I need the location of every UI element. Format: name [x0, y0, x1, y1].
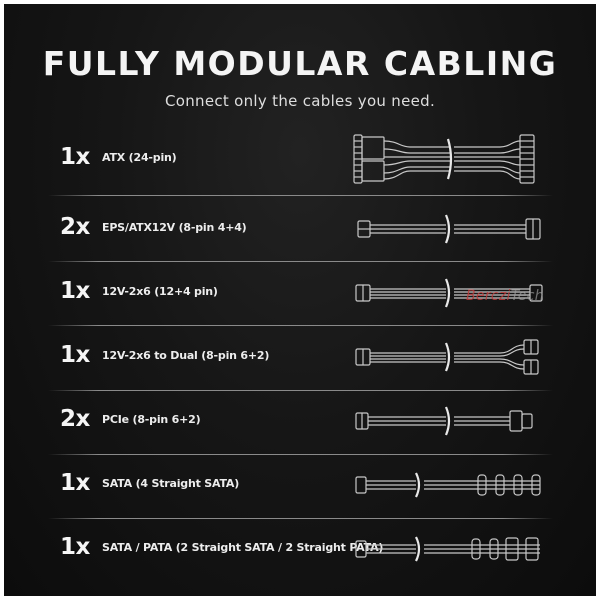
page-title: FULLY MODULAR CABLING — [42, 44, 558, 83]
cable-quantity: 2x — [60, 406, 90, 432]
cable-row-12v-2x6-dual: 1x 12V-2x6 to Dual (8-pin 6+2) — [0, 325, 600, 389]
cable-row-sata-pata: 1x SATA / PATA (2 Straight SATA / 2 Stra… — [0, 517, 600, 581]
atx-24pin-cable-icon — [353, 134, 535, 184]
sata-pata-cable-icon — [355, 536, 540, 562]
12v-2x6-to-dual-cable-icon — [355, 339, 539, 375]
sata-cable-icon — [355, 472, 541, 498]
cable-quantity: 2x — [60, 214, 90, 240]
cable-quantity: 1x — [60, 470, 90, 496]
cable-label: SATA / PATA (2 Straight SATA / 2 Straigh… — [102, 541, 384, 554]
12v-2x6-cable-icon — [355, 278, 543, 308]
pcie-cable-icon — [355, 406, 533, 436]
cable-label: 12V-2x6 (12+4 pin) — [102, 285, 218, 298]
cable-quantity: 1x — [60, 144, 90, 170]
background-panel — [4, 4, 596, 596]
row-divider — [48, 261, 553, 262]
row-divider — [48, 325, 553, 326]
watermark: BercziTech — [466, 288, 544, 304]
cable-row-eps: 2x EPS/ATX12V (8-pin 4+4) — [0, 197, 600, 261]
cable-row-sata: 1x SATA (4 Straight SATA) — [0, 453, 600, 517]
cable-quantity: 1x — [60, 534, 90, 560]
page-subtitle: Connect only the cables you need. — [164, 92, 436, 110]
cable-row-atx: 1x ATX (24-pin) — [0, 127, 600, 191]
row-divider — [48, 390, 553, 391]
watermark-part2: Tech — [510, 288, 544, 304]
cable-label: 12V-2x6 to Dual (8-pin 6+2) — [102, 349, 270, 362]
row-divider — [48, 518, 553, 519]
cable-quantity: 1x — [60, 342, 90, 368]
row-divider — [48, 195, 553, 196]
cable-quantity: 1x — [60, 278, 90, 304]
cable-row-12v-2x6: 1x 12V-2x6 (12+4 pin) — [0, 261, 600, 325]
cable-label: PCIe (8-pin 6+2) — [102, 413, 201, 426]
watermark-part1: Berczi — [466, 288, 511, 304]
eps-cable-icon — [357, 214, 541, 244]
cable-label: ATX (24-pin) — [102, 151, 177, 164]
cable-label: SATA (4 Straight SATA) — [102, 477, 240, 490]
cable-label: EPS/ATX12V (8-pin 4+4) — [102, 221, 247, 234]
row-divider — [48, 454, 553, 455]
cable-row-pcie: 2x PCIe (8-pin 6+2) — [0, 389, 600, 453]
